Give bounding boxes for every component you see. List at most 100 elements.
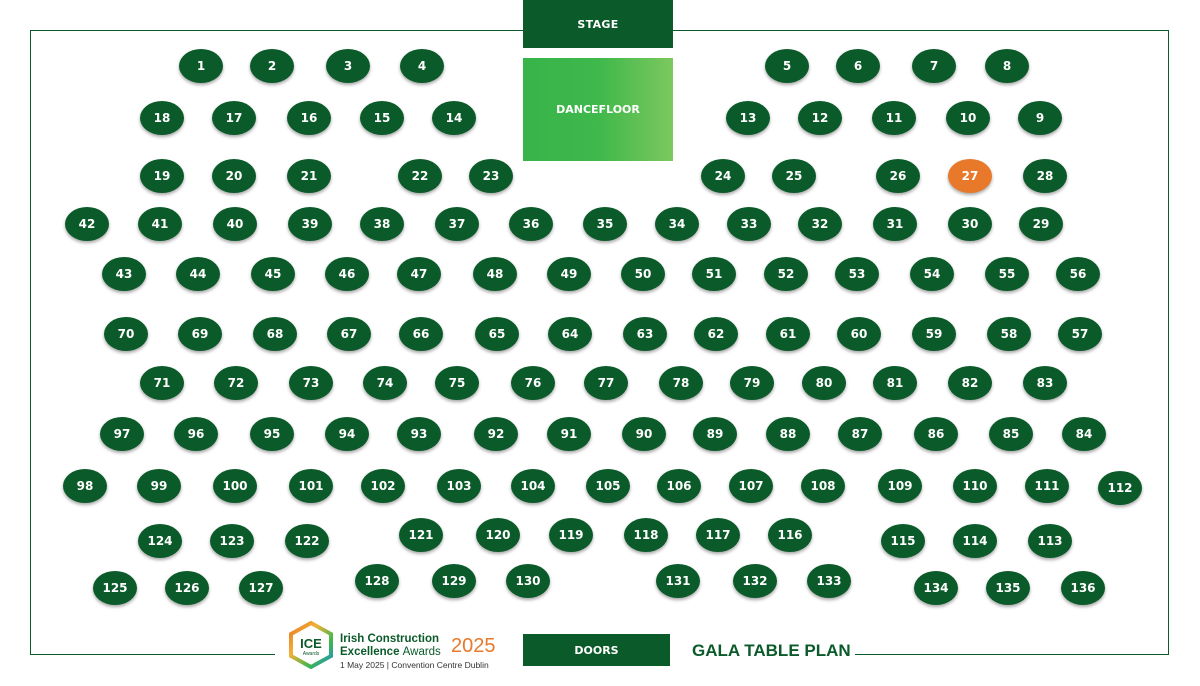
table-116[interactable]: 116 [768, 518, 812, 552]
table-133[interactable]: 133 [807, 564, 851, 598]
table-28[interactable]: 28 [1023, 159, 1067, 193]
table-7[interactable]: 7 [912, 49, 956, 83]
table-80[interactable]: 80 [802, 366, 846, 400]
table-12[interactable]: 12 [798, 101, 842, 135]
table-34[interactable]: 34 [655, 207, 699, 241]
table-13[interactable]: 13 [726, 101, 770, 135]
table-103[interactable]: 103 [437, 469, 481, 503]
table-113[interactable]: 113 [1028, 524, 1072, 558]
table-82[interactable]: 82 [948, 366, 992, 400]
table-77[interactable]: 77 [584, 366, 628, 400]
table-95[interactable]: 95 [250, 417, 294, 451]
table-5[interactable]: 5 [765, 49, 809, 83]
table-134[interactable]: 134 [914, 571, 958, 605]
table-71[interactable]: 71 [140, 366, 184, 400]
table-135[interactable]: 135 [986, 571, 1030, 605]
table-24[interactable]: 24 [701, 159, 745, 193]
table-10[interactable]: 10 [946, 101, 990, 135]
table-11[interactable]: 11 [872, 101, 916, 135]
table-131[interactable]: 131 [656, 564, 700, 598]
table-39[interactable]: 39 [288, 207, 332, 241]
table-99[interactable]: 99 [137, 469, 181, 503]
table-18[interactable]: 18 [140, 101, 184, 135]
table-97[interactable]: 97 [100, 417, 144, 451]
table-31[interactable]: 31 [873, 207, 917, 241]
table-93[interactable]: 93 [397, 417, 441, 451]
table-120[interactable]: 120 [476, 518, 520, 552]
table-119[interactable]: 119 [549, 518, 593, 552]
table-20[interactable]: 20 [212, 159, 256, 193]
table-87[interactable]: 87 [838, 417, 882, 451]
table-107[interactable]: 107 [729, 469, 773, 503]
table-114[interactable]: 114 [953, 524, 997, 558]
table-37[interactable]: 37 [435, 207, 479, 241]
table-32[interactable]: 32 [798, 207, 842, 241]
table-85[interactable]: 85 [989, 417, 1033, 451]
table-15[interactable]: 15 [360, 101, 404, 135]
table-8[interactable]: 8 [985, 49, 1029, 83]
table-112[interactable]: 112 [1098, 471, 1142, 505]
table-17[interactable]: 17 [212, 101, 256, 135]
table-19[interactable]: 19 [140, 159, 184, 193]
table-25[interactable]: 25 [772, 159, 816, 193]
table-129[interactable]: 129 [432, 564, 476, 598]
table-111[interactable]: 111 [1025, 469, 1069, 503]
table-132[interactable]: 132 [733, 564, 777, 598]
table-86[interactable]: 86 [914, 417, 958, 451]
table-136[interactable]: 136 [1061, 571, 1105, 605]
table-100[interactable]: 100 [213, 469, 257, 503]
table-105[interactable]: 105 [586, 469, 630, 503]
table-106[interactable]: 106 [657, 469, 701, 503]
table-73[interactable]: 73 [289, 366, 333, 400]
table-117[interactable]: 117 [696, 518, 740, 552]
table-92[interactable]: 92 [474, 417, 518, 451]
table-118[interactable]: 118 [624, 518, 668, 552]
table-74[interactable]: 74 [363, 366, 407, 400]
table-75[interactable]: 75 [435, 366, 479, 400]
table-101[interactable]: 101 [289, 469, 333, 503]
table-56[interactable]: 56 [1056, 257, 1100, 291]
table-69[interactable]: 69 [178, 317, 222, 351]
table-84[interactable]: 84 [1062, 417, 1106, 451]
table-35[interactable]: 35 [583, 207, 627, 241]
table-108[interactable]: 108 [801, 469, 845, 503]
table-62[interactable]: 62 [694, 317, 738, 351]
table-43[interactable]: 43 [102, 257, 146, 291]
table-123[interactable]: 123 [210, 524, 254, 558]
table-125[interactable]: 125 [93, 571, 137, 605]
table-54[interactable]: 54 [910, 257, 954, 291]
table-122[interactable]: 122 [285, 524, 329, 558]
table-79[interactable]: 79 [730, 366, 774, 400]
table-124[interactable]: 124 [138, 524, 182, 558]
table-91[interactable]: 91 [547, 417, 591, 451]
table-110[interactable]: 110 [953, 469, 997, 503]
table-16[interactable]: 16 [287, 101, 331, 135]
table-50[interactable]: 50 [621, 257, 665, 291]
table-53[interactable]: 53 [835, 257, 879, 291]
table-48[interactable]: 48 [473, 257, 517, 291]
table-27[interactable]: 27 [948, 159, 992, 193]
table-60[interactable]: 60 [837, 317, 881, 351]
table-41[interactable]: 41 [138, 207, 182, 241]
table-3[interactable]: 3 [326, 49, 370, 83]
table-76[interactable]: 76 [511, 366, 555, 400]
table-70[interactable]: 70 [104, 317, 148, 351]
table-63[interactable]: 63 [623, 317, 667, 351]
table-6[interactable]: 6 [836, 49, 880, 83]
table-64[interactable]: 64 [548, 317, 592, 351]
table-9[interactable]: 9 [1018, 101, 1062, 135]
table-78[interactable]: 78 [659, 366, 703, 400]
table-30[interactable]: 30 [948, 207, 992, 241]
table-49[interactable]: 49 [547, 257, 591, 291]
table-59[interactable]: 59 [912, 317, 956, 351]
table-2[interactable]: 2 [250, 49, 294, 83]
table-29[interactable]: 29 [1019, 207, 1063, 241]
table-57[interactable]: 57 [1058, 317, 1102, 351]
table-81[interactable]: 81 [873, 366, 917, 400]
table-115[interactable]: 115 [881, 524, 925, 558]
table-68[interactable]: 68 [253, 317, 297, 351]
table-104[interactable]: 104 [511, 469, 555, 503]
table-128[interactable]: 128 [355, 564, 399, 598]
table-44[interactable]: 44 [176, 257, 220, 291]
table-1[interactable]: 1 [179, 49, 223, 83]
